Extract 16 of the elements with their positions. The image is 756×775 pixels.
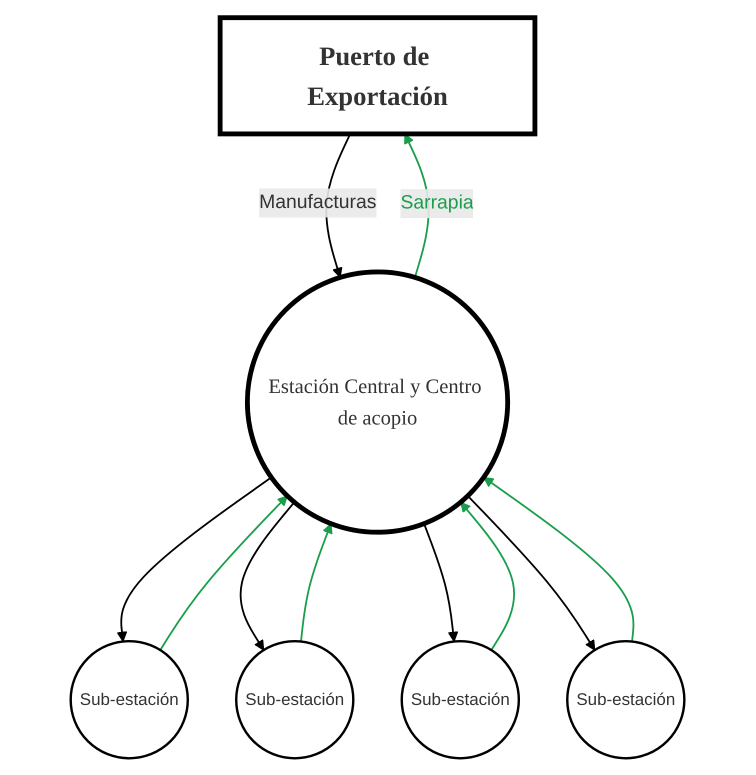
arrow — [117, 476, 272, 642]
arrow — [460, 501, 516, 650]
node-circle: Sub-estación — [70, 640, 190, 759]
arrow — [240, 501, 296, 650]
node-circle: Sub-estación — [566, 640, 686, 759]
arrow — [468, 494, 596, 650]
node-circle: Estación Central y Centro de acopio — [245, 269, 511, 534]
node-circle: Sub-estación — [235, 640, 355, 759]
node-box: Puerto de Exportación — [218, 14, 538, 136]
node-circle: Sub-estación — [401, 640, 520, 759]
edge-label: Manufacturas — [260, 192, 377, 212]
arrow — [424, 522, 459, 642]
arrow — [300, 522, 334, 642]
arrow — [484, 476, 635, 642]
edge-label: Sarrapia — [400, 192, 474, 213]
arrow — [160, 494, 288, 650]
